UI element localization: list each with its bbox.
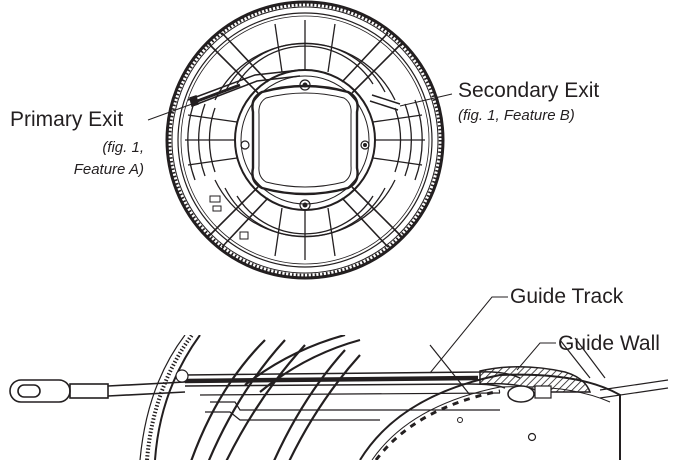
reel-outer-rim (165, 0, 445, 280)
guide-wall (479, 366, 592, 393)
primary-exit-label: Primary Exit (10, 108, 124, 131)
guide-track-channel (184, 371, 521, 421)
callout-leaders-top (147, 93, 453, 121)
exit-roller (507, 385, 535, 403)
connector-plug (9, 369, 189, 403)
secondary-exit-leader (399, 93, 453, 107)
reel-detail-view (9, 335, 669, 460)
guide-track-label: Guide Track (510, 285, 624, 308)
reel-hub (234, 69, 376, 211)
secondary-exit-note: (fig. 1, Feature B) (458, 107, 575, 124)
guide-track-leader (429, 296, 508, 374)
primary-exit-channel (187, 69, 301, 107)
guide-wall-leader (516, 342, 556, 371)
detail-ribs (190, 335, 361, 460)
reel-spokes (207, 32, 403, 248)
secondary-exit-label: Secondary Exit (458, 79, 600, 102)
cable-reel-top-view (165, 0, 445, 280)
primary-exit-note-line1: (fig. 1, (102, 139, 144, 156)
reel-knurl-ring (167, 2, 443, 278)
detail-frame-lines (429, 337, 669, 399)
guide-wall-label: Guide Wall (558, 332, 660, 355)
secondary-exit-slot (369, 94, 401, 111)
callout-leaders-bottom (429, 296, 556, 374)
primary-exit-leader (147, 103, 193, 121)
detail-outer-rim (139, 335, 201, 460)
reel-ribs (185, 20, 425, 260)
reel-markings (209, 195, 249, 240)
primary-exit-note-line2: Feature A) (73, 161, 144, 178)
